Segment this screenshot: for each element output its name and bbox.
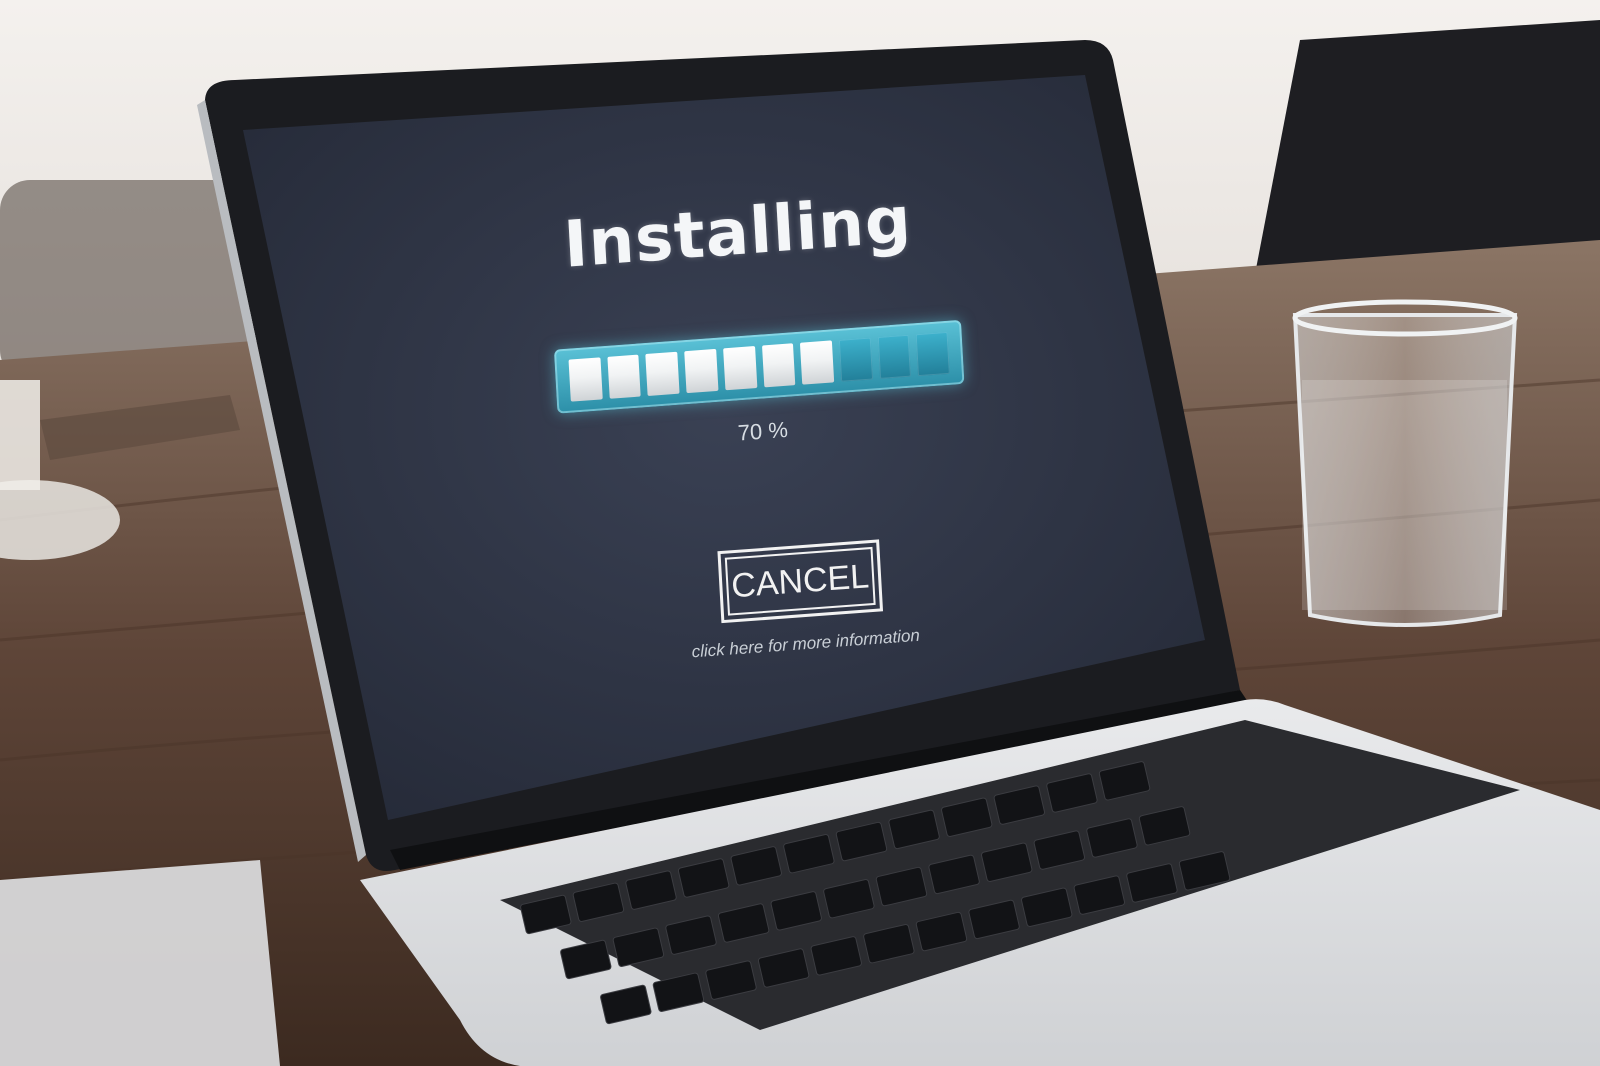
- progress-segment-filled: [607, 354, 642, 399]
- progress-segment-filled: [722, 346, 757, 391]
- progress-segment-empty: [877, 334, 912, 379]
- progress-segment-filled: [684, 348, 719, 394]
- installer-dialog: Installing 70 % CANCEL click here for mo…: [545, 156, 1043, 710]
- progress-segment-filled: [800, 340, 835, 385]
- more-info-link[interactable]: click here for more information: [691, 625, 921, 662]
- install-title: Installing: [561, 183, 914, 283]
- install-progress-bar: [553, 319, 965, 414]
- progress-percent-label: 70 %: [737, 416, 789, 446]
- progress-segment-empty: [915, 331, 950, 377]
- progress-segment-empty: [838, 337, 873, 382]
- progress-segment-filled: [645, 351, 680, 396]
- cancel-button[interactable]: CANCEL: [717, 539, 884, 624]
- progress-segment-filled: [568, 357, 603, 402]
- cancel-button-inner-border: [724, 546, 876, 616]
- progress-segments: [568, 331, 950, 402]
- progress-segment-filled: [761, 343, 796, 388]
